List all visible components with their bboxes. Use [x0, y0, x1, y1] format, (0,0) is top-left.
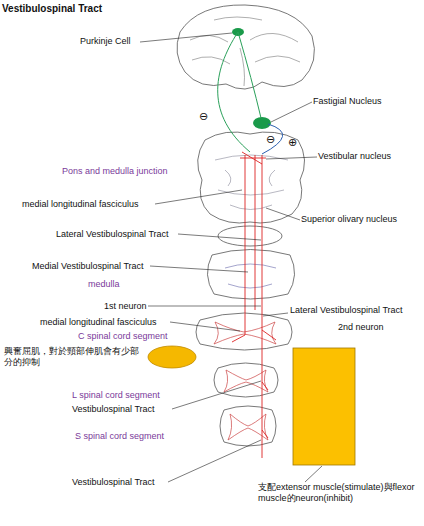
level-label: Pons and medulla junction — [62, 166, 168, 177]
level-label: L spinal cord segment — [72, 390, 160, 401]
part-label: medial longitudinal fasciculus — [22, 199, 139, 210]
medulla-detail — [225, 264, 276, 288]
part-label: Fastigial Nucleus — [313, 96, 382, 107]
medulla-upper-section — [218, 226, 282, 246]
cerebellum-outline — [177, 5, 315, 89]
medial-tract — [232, 155, 255, 342]
level-label: C spinal cord segment — [78, 331, 168, 342]
part-label: Lateral Vestibulospinal Tract — [56, 229, 169, 240]
part-label: Purkinje Cell — [80, 36, 131, 47]
purkinje-to-fastigial — [238, 32, 261, 118]
fastigial-to-vestibular — [262, 124, 283, 154]
level-label: medulla — [88, 279, 120, 290]
level-label: S spinal cord segment — [75, 431, 164, 442]
note-text: 興奮屈肌，對於頸部伸肌會有少部分的抑制 — [4, 346, 146, 368]
inhibit-sign: ⊖ — [266, 134, 275, 145]
c-cord-section — [196, 313, 292, 350]
fastigial-nucleus — [253, 117, 271, 129]
part-label: Medial Vestibulospinal Tract — [32, 261, 144, 272]
diagram-title: Vestibulospinal Tract — [2, 3, 102, 14]
vestibular-nucleus-mark — [240, 152, 266, 164]
flexor-ellipse — [148, 346, 196, 368]
neuron-label: 2nd neuron — [338, 322, 384, 333]
medulla-section — [207, 250, 294, 300]
part-label: Lateral Vestibulospinal Tract — [290, 305, 403, 316]
part-label: medial longitudinal fasciculus — [40, 317, 157, 328]
pons-section — [198, 132, 305, 223]
excite-sign: ⊕ — [288, 137, 297, 148]
part-label: Superior olivary nucleus — [301, 214, 397, 225]
purkinje-to-vestibular — [218, 32, 250, 152]
extensor-bar — [293, 348, 355, 465]
note-text: 支配extensor muscle(stimulate)與flexor musc… — [258, 482, 422, 504]
part-label: Vestibulospinal Tract — [72, 477, 155, 488]
inhibit-sign: ⊖ — [199, 111, 208, 122]
neuron-label: 1st neuron — [104, 301, 147, 312]
l-cord-section — [214, 363, 278, 397]
part-label: Vestibular nucleus — [318, 151, 391, 162]
l-cord-grey — [224, 370, 268, 392]
lateral-tract — [262, 155, 276, 458]
part-label: Vestibulospinal Tract — [72, 404, 155, 415]
s-cord-section — [220, 406, 276, 446]
cerebellum-folia — [190, 17, 300, 86]
pons-detail — [215, 155, 288, 210]
